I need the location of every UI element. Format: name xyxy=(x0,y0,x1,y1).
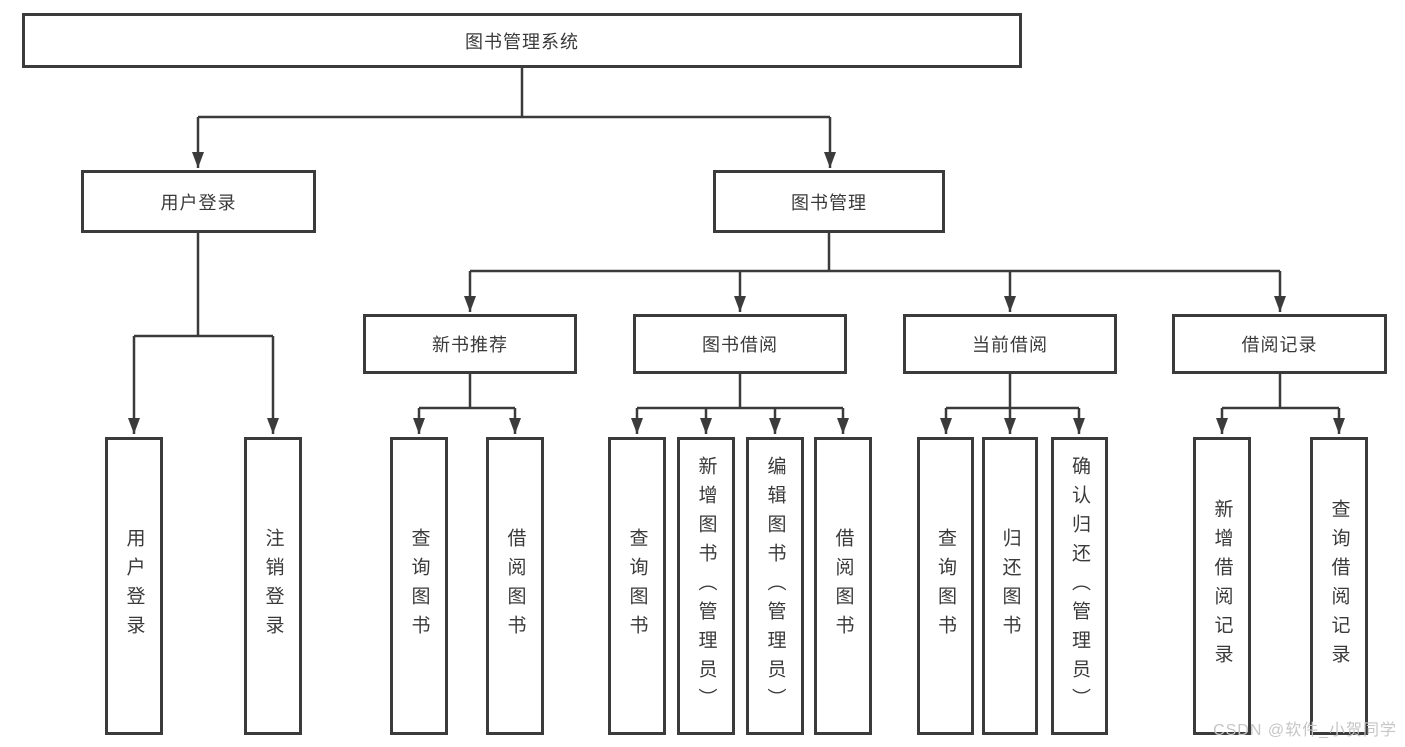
leaf-label: 注销登录 xyxy=(262,528,284,644)
leaf-logout: 注销登录 xyxy=(244,437,302,735)
leaf-label: 借阅图书 xyxy=(504,528,526,644)
node-borrowing-records: 借阅记录 xyxy=(1172,314,1387,374)
leaf-return-books: 归还图书 xyxy=(982,437,1038,735)
leaf-label: 查询借阅记录 xyxy=(1328,499,1350,673)
leaf-query-borrow-record: 查询借阅记录 xyxy=(1310,437,1368,735)
node-label: 借阅记录 xyxy=(1241,335,1318,355)
leaf-label: 查询图书 xyxy=(935,528,956,644)
node-label: 当前借阅 xyxy=(972,335,1048,355)
leaf-query-books-recommend: 查询图书 xyxy=(390,437,448,735)
leaf-add-borrow-record: 新增借阅记录 xyxy=(1193,437,1251,735)
leaf-query-books-current: 查询图书 xyxy=(917,437,974,735)
node-book-management: 图书管理 xyxy=(713,170,945,233)
leaf-borrow-books-recommend: 借阅图书 xyxy=(486,437,544,735)
csdn-watermark: CSDN @软件_小贺同学 xyxy=(1213,722,1397,739)
leaf-confirm-return-admin: 确认归还（管理员） xyxy=(1051,437,1108,735)
node-label: 图书管理 xyxy=(791,192,867,213)
leaf-label: 新增图书（管理员） xyxy=(695,455,717,717)
leaf-label: 编辑图书（管理员） xyxy=(764,455,786,717)
leaf-label: 查询图书 xyxy=(408,528,430,644)
leaf-label: 新增借阅记录 xyxy=(1211,499,1233,673)
leaf-query-books-borrow: 查询图书 xyxy=(608,437,666,735)
leaf-user-login: 用户登录 xyxy=(105,437,163,735)
node-current-borrowing: 当前借阅 xyxy=(903,314,1117,374)
node-user-login: 用户登录 xyxy=(81,170,316,233)
node-library-management-system: 图书管理系统 xyxy=(22,13,1022,68)
leaf-label: 查询图书 xyxy=(626,528,648,644)
leaf-add-books-admin: 新增图书（管理员） xyxy=(677,437,735,735)
node-book-borrowing: 图书借阅 xyxy=(633,314,847,374)
leaf-label: 用户登录 xyxy=(123,528,145,644)
leaf-label: 借阅图书 xyxy=(832,528,854,644)
node-label: 用户登录 xyxy=(160,192,237,213)
node-label: 新书推荐 xyxy=(432,335,508,355)
node-label: 图书管理系统 xyxy=(465,31,579,52)
leaf-borrow-books: 借阅图书 xyxy=(814,437,872,735)
leaf-edit-books-admin: 编辑图书（管理员） xyxy=(746,437,804,735)
node-label: 图书借阅 xyxy=(702,335,778,355)
leaf-label: 归还图书 xyxy=(999,528,1021,644)
node-new-book-recommend: 新书推荐 xyxy=(363,314,577,374)
leaf-label: 确认归还（管理员） xyxy=(1069,455,1090,717)
